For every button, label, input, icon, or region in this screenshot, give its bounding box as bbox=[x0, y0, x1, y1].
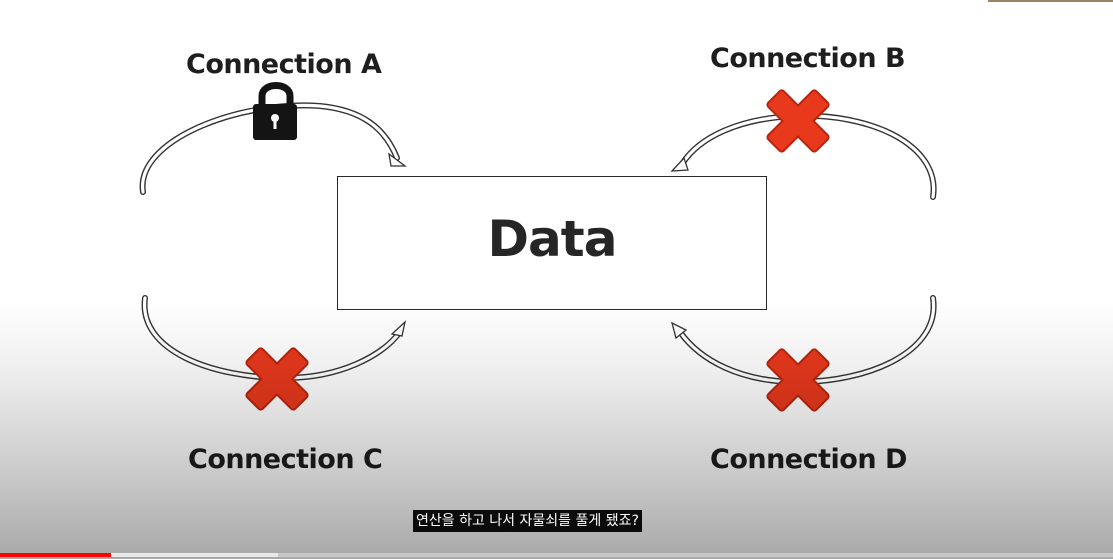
lock-icon bbox=[253, 82, 297, 140]
corner-overlay bbox=[988, 0, 1113, 2]
connection-c-label: Connection C bbox=[188, 444, 383, 475]
caption-text: 연산을 하고 나서 자물쇠를 풀게 됐죠? bbox=[413, 510, 642, 532]
progress-buffered bbox=[0, 553, 279, 557]
data-box: Data bbox=[337, 176, 767, 310]
progress-bar[interactable] bbox=[0, 553, 1113, 557]
progress-played bbox=[0, 553, 112, 557]
connection-d-label: Connection D bbox=[710, 444, 907, 475]
connection-a-arrow bbox=[139, 102, 407, 195]
connection-a-label: Connection A bbox=[186, 49, 382, 80]
data-label: Data bbox=[487, 210, 618, 268]
connection-b-label: Connection B bbox=[710, 43, 906, 74]
